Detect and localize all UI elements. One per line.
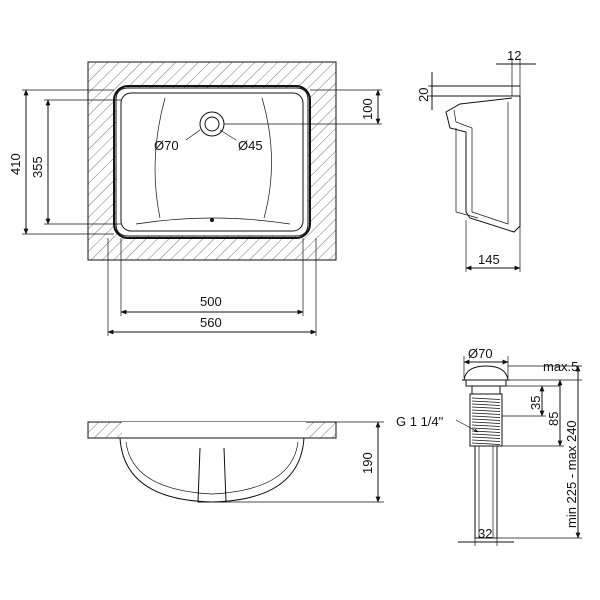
- thread-line: [471, 415, 501, 418]
- label-height-inner: 355: [30, 156, 45, 178]
- label-hole-large: Ø70: [154, 138, 179, 153]
- thread-line: [471, 424, 501, 427]
- label-width-outer: 560: [200, 315, 222, 330]
- label-width-inner: 500: [200, 294, 222, 309]
- label-height-outer: 410: [8, 153, 23, 175]
- thread-line: [471, 433, 501, 436]
- label-body-85: 85: [546, 412, 561, 426]
- side-view: 12 20 145: [416, 48, 536, 272]
- drain-spigot: [197, 447, 227, 503]
- label-hole-small: Ø45: [238, 138, 263, 153]
- label-offset: 100: [360, 98, 375, 120]
- basin-rim-inner: [120, 92, 304, 232]
- label-front-height: 190: [360, 452, 375, 474]
- drain-thread: [471, 397, 501, 445]
- basin-contour-right: [261, 97, 272, 219]
- label-cap-clearance: max.5: [543, 359, 578, 374]
- basin-rim-outer: [113, 85, 311, 239]
- thread-line: [471, 436, 501, 439]
- overflow-hole-outer: [199, 111, 225, 137]
- leader-hole-large: [185, 129, 201, 141]
- leader-thread: [455, 419, 479, 433]
- front-view: 190: [87, 421, 384, 503]
- thread-line: [471, 412, 501, 415]
- countertop-opening: [122, 422, 306, 438]
- overflow-hole-inner: [204, 116, 220, 132]
- drain-flange: [465, 379, 507, 387]
- thread-line: [471, 397, 501, 400]
- label-lip-height: 20: [416, 88, 431, 102]
- thread-line: [471, 403, 501, 406]
- label-cap-diameter: Ø70: [468, 346, 493, 361]
- label-thread: G 1 1/4": [396, 414, 444, 429]
- thread-line: [471, 406, 501, 409]
- side-profile-outer: [430, 95, 521, 233]
- thread-line: [471, 439, 501, 442]
- leader-hole-small: [219, 129, 237, 141]
- bowl-outer: [119, 437, 305, 503]
- thread-line: [471, 418, 501, 421]
- label-depth: 145: [478, 252, 500, 267]
- countertop-hatch: [87, 61, 337, 261]
- thread-line: [471, 400, 501, 403]
- label-lip-width: 12: [507, 48, 521, 63]
- bowl-inner: [125, 441, 299, 495]
- thread-line: [471, 409, 501, 412]
- label-pipe-diameter: 32: [478, 526, 492, 541]
- drain-dot: [210, 218, 214, 222]
- thread-line: [471, 442, 501, 445]
- basin-contour-bottom: [135, 217, 291, 225]
- basin-contour-left: [154, 97, 166, 219]
- label-body-35: 35: [528, 396, 543, 410]
- top-view: Ø70 Ø45 500 560 410 355 100: [8, 61, 382, 336]
- drain-assembly: Ø70 max.5 35 85 min 225 - max 240 G 1 1/…: [396, 346, 582, 546]
- thread-line: [471, 421, 501, 424]
- drain-cap: [463, 365, 509, 381]
- label-range: min 225 - max 240: [564, 420, 579, 528]
- drain-neck: [471, 385, 501, 395]
- drain-pipe: [474, 445, 498, 539]
- thread-line: [471, 427, 501, 430]
- side-overflow-channel: [455, 128, 479, 219]
- side-profile-inner: [453, 102, 509, 225]
